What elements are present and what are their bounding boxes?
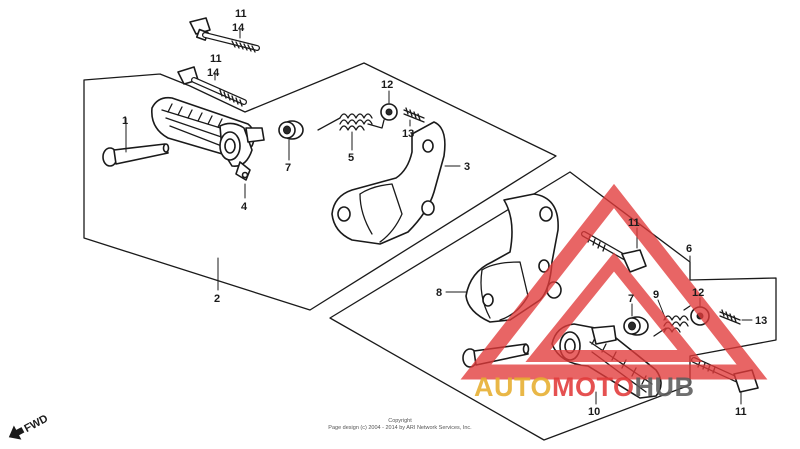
- callout-14-top: 14: [232, 22, 245, 34]
- callout-13-lower: 13: [755, 315, 767, 327]
- callout-8: 8: [436, 287, 442, 299]
- callout-9: 9: [653, 289, 659, 301]
- callout-1-upper: 1: [122, 115, 128, 127]
- cotter-pin-lower: [719, 309, 741, 325]
- flange-bolt-upper: [189, 17, 260, 53]
- flange-bolt-bracket: [581, 231, 647, 273]
- callout-4: 4: [241, 201, 248, 213]
- collar-upper: [278, 120, 304, 140]
- callout-12-lower: 12: [692, 287, 704, 299]
- callout-6: 6: [686, 243, 692, 255]
- callout-11-bracket: 11: [628, 217, 640, 229]
- callout-10: 10: [588, 406, 600, 418]
- callout-12-upper: 12: [381, 79, 393, 91]
- callout-3: 3: [464, 161, 470, 173]
- callout-7-upper: 7: [285, 162, 291, 174]
- cotter-pin-upper: [403, 107, 425, 123]
- copyright-line-1: Copyright: [388, 418, 412, 424]
- footpeg-upper: [151, 96, 265, 181]
- callout-7-lower: 7: [628, 293, 634, 305]
- pivot-pin-upper: [102, 143, 170, 167]
- return-spring-upper: [317, 113, 385, 131]
- footpeg-bracket-lower: [465, 193, 562, 323]
- forward-arrow: FWD: [8, 413, 50, 440]
- fwd-arrow-icon: [8, 425, 25, 440]
- watermark-text: AUTOMOTOHUB: [474, 372, 695, 402]
- footpeg-bracket-upper: [331, 121, 446, 245]
- callout-5: 5: [348, 152, 354, 164]
- flange-bolt-lower: [177, 66, 247, 107]
- callout-labels: 11 14 11 14 1 4 7 5 12 13 3 2 8 11 6 7 9…: [122, 8, 767, 418]
- collar-lower: [623, 316, 649, 336]
- callout-11-second: 11: [210, 53, 222, 65]
- callout-13-upper: 13: [402, 128, 414, 140]
- upper-assembly-outline: [83, 62, 557, 311]
- copyright-line-2: Page design (c) 2004 - 2014 by ARI Netwo…: [328, 425, 472, 431]
- watermark-triangle: [460, 183, 768, 380]
- callout-11-bottom: 11: [735, 406, 747, 418]
- watermark-inner-triangle: [525, 252, 703, 362]
- watermark-logo: [460, 183, 768, 380]
- washer-upper: [380, 103, 398, 121]
- leader-lines: [125, 28, 753, 405]
- fwd-label: FWD: [22, 413, 50, 435]
- callout-14-second: 14: [207, 67, 220, 79]
- callout-2: 2: [214, 293, 220, 305]
- callout-11-top: 11: [235, 8, 247, 20]
